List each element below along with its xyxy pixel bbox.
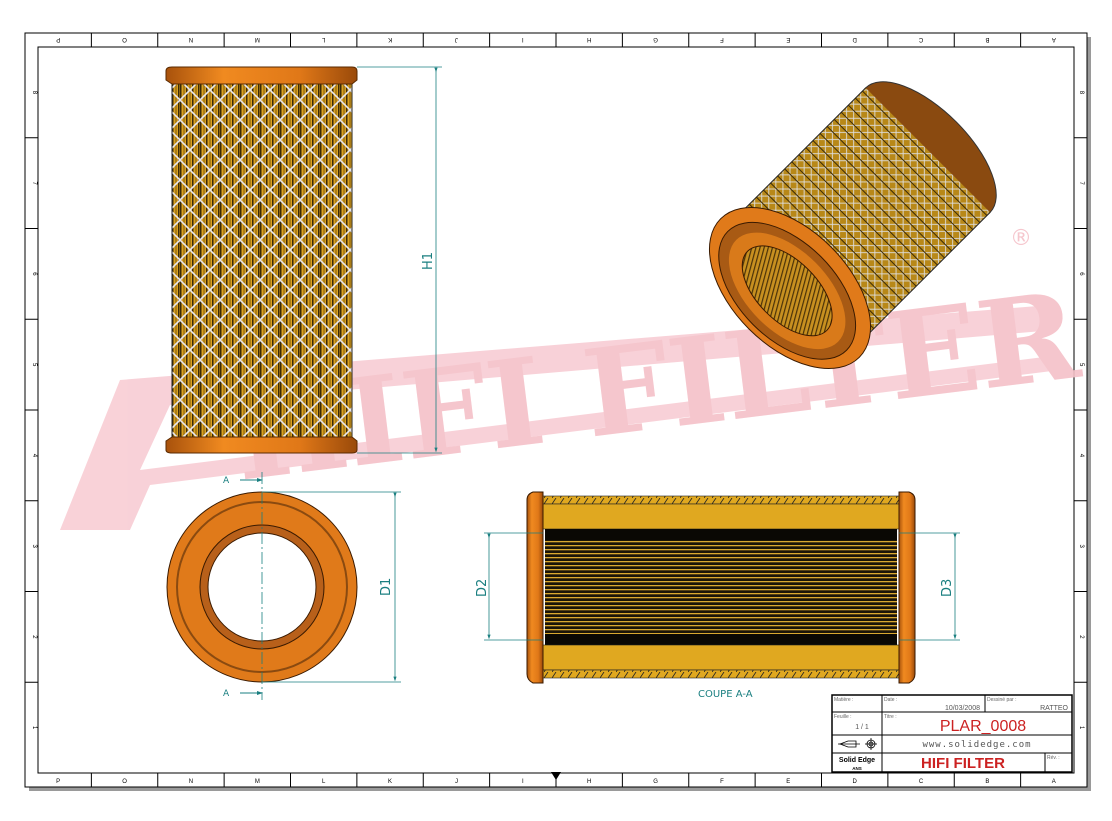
zone-label-bottom: J bbox=[455, 779, 458, 785]
zone-label-left: 4 bbox=[31, 454, 37, 458]
date-value: 10/03/2008 bbox=[945, 705, 980, 712]
zone-label-bottom: C bbox=[919, 779, 924, 785]
zone-label-bottom: O bbox=[122, 779, 127, 785]
sheet-value: 1 / 1 bbox=[855, 724, 869, 731]
zone-label-left: 3 bbox=[31, 544, 37, 548]
zone-label-bottom: K bbox=[388, 779, 392, 785]
zone-label-bottom: L bbox=[322, 779, 326, 785]
material-label: Matière : bbox=[834, 697, 853, 703]
zone-label-top: D bbox=[852, 36, 857, 42]
watermark-swoosh bbox=[60, 305, 1060, 530]
zone-label-right: 7 bbox=[1078, 181, 1084, 185]
zone-label-bottom: N bbox=[189, 779, 193, 785]
section-title: COUPE A-A bbox=[698, 689, 753, 700]
bottom-end-cap bbox=[165, 436, 358, 454]
zone-label-right: 1 bbox=[1078, 726, 1084, 730]
top-end-cap bbox=[165, 66, 358, 85]
zone-label-bottom: E bbox=[786, 779, 790, 785]
d2-dimension-label: D2 bbox=[475, 579, 490, 597]
section-view: D2 D3 COUPE A-A bbox=[475, 491, 960, 700]
zone-label-top: M bbox=[255, 36, 260, 42]
section-upper-wall bbox=[537, 503, 907, 530]
d1-dimension-label: D1 bbox=[379, 578, 394, 596]
zone-label-top: H bbox=[587, 36, 591, 42]
zone-label-top: E bbox=[786, 36, 790, 42]
zone-label-top: F bbox=[720, 36, 724, 42]
website-url[interactable]: www.solidedge.com bbox=[922, 740, 1031, 750]
zone-label-bottom: D bbox=[853, 779, 858, 785]
zone-label-top: P bbox=[56, 36, 60, 42]
isometric-view bbox=[708, 81, 997, 370]
section-pleats bbox=[545, 540, 897, 634]
zone-label-bottom: P bbox=[56, 779, 60, 785]
zone-label-bottom: G bbox=[653, 779, 658, 785]
d3-dimension-label: D3 bbox=[940, 579, 955, 597]
zone-grid: P P O O N N M M L L K K J J I I H H G G F F E E D D C C B B A A 8 8 7 7 6 6 5 5… bbox=[25, 33, 1087, 787]
zone-label-top: A bbox=[1052, 36, 1056, 42]
zone-label-right: 3 bbox=[1078, 544, 1084, 548]
zone-label-bottom: A bbox=[1052, 779, 1056, 785]
zone-label-left: 8 bbox=[31, 91, 37, 95]
zone-label-right: 4 bbox=[1078, 454, 1084, 458]
date-label: Date : bbox=[884, 697, 897, 703]
zone-label-top: C bbox=[918, 36, 923, 42]
zone-label-bottom: H bbox=[587, 779, 591, 785]
zone-label-left: 2 bbox=[31, 635, 37, 639]
zone-label-top: I bbox=[522, 36, 524, 42]
zone-label-top: O bbox=[122, 36, 127, 42]
section-left-cap bbox=[526, 491, 544, 684]
drawn-by-label: Dessiné par : bbox=[987, 697, 1016, 703]
zone-label-right: 8 bbox=[1078, 91, 1084, 95]
watermark-registered-mark: ® bbox=[1010, 226, 1032, 251]
title-label: Titre : bbox=[884, 714, 897, 720]
sheet-label: Feuille : bbox=[834, 714, 852, 720]
revision-label: Rév. : bbox=[1047, 755, 1060, 761]
section-marker-top: A bbox=[223, 476, 230, 486]
software-sub: ANS bbox=[852, 766, 862, 771]
zone-label-bottom: I bbox=[522, 779, 524, 785]
zone-label-right: 5 bbox=[1078, 363, 1084, 367]
section-marker-bottom: A bbox=[223, 689, 230, 699]
software-name: Solid Edge bbox=[839, 757, 875, 764]
zone-label-top: G bbox=[653, 36, 658, 42]
front-view: H1 bbox=[165, 66, 442, 454]
zone-label-bottom: M bbox=[255, 779, 260, 785]
projection-symbol-icon bbox=[838, 738, 877, 750]
center-mark-icon bbox=[551, 772, 561, 780]
zone-label-right: 2 bbox=[1078, 635, 1084, 639]
iso-inner-media bbox=[741, 245, 833, 337]
zone-label-top: L bbox=[321, 36, 325, 42]
zone-label-top: N bbox=[189, 36, 193, 42]
zone-label-left: 6 bbox=[31, 272, 37, 276]
company-name: HIFI FILTER bbox=[921, 755, 1005, 772]
zone-label-top: K bbox=[388, 36, 392, 42]
section-right-cap bbox=[898, 491, 916, 684]
filter-media-mesh bbox=[171, 83, 353, 438]
zone-label-right: 6 bbox=[1078, 272, 1084, 276]
zone-label-top: B bbox=[985, 36, 989, 42]
drawing-title: PLAR_0008 bbox=[940, 718, 1026, 735]
zone-label-left: 5 bbox=[31, 363, 37, 367]
zone-label-bottom: F bbox=[720, 779, 724, 785]
h1-dimension-label: H1 bbox=[421, 252, 436, 270]
drawn-by-value: RATTEO bbox=[1040, 705, 1068, 712]
zone-label-left: 1 bbox=[31, 726, 37, 730]
zone-label-top: J bbox=[455, 36, 458, 42]
end-view: A A D1 bbox=[166, 472, 401, 700]
title-block: Matière : Date : 10/03/2008 Dessiné par … bbox=[831, 694, 1073, 773]
zone-label-bottom: B bbox=[985, 779, 989, 785]
section-lower-wall bbox=[537, 644, 907, 671]
zone-label-left: 7 bbox=[31, 181, 37, 185]
